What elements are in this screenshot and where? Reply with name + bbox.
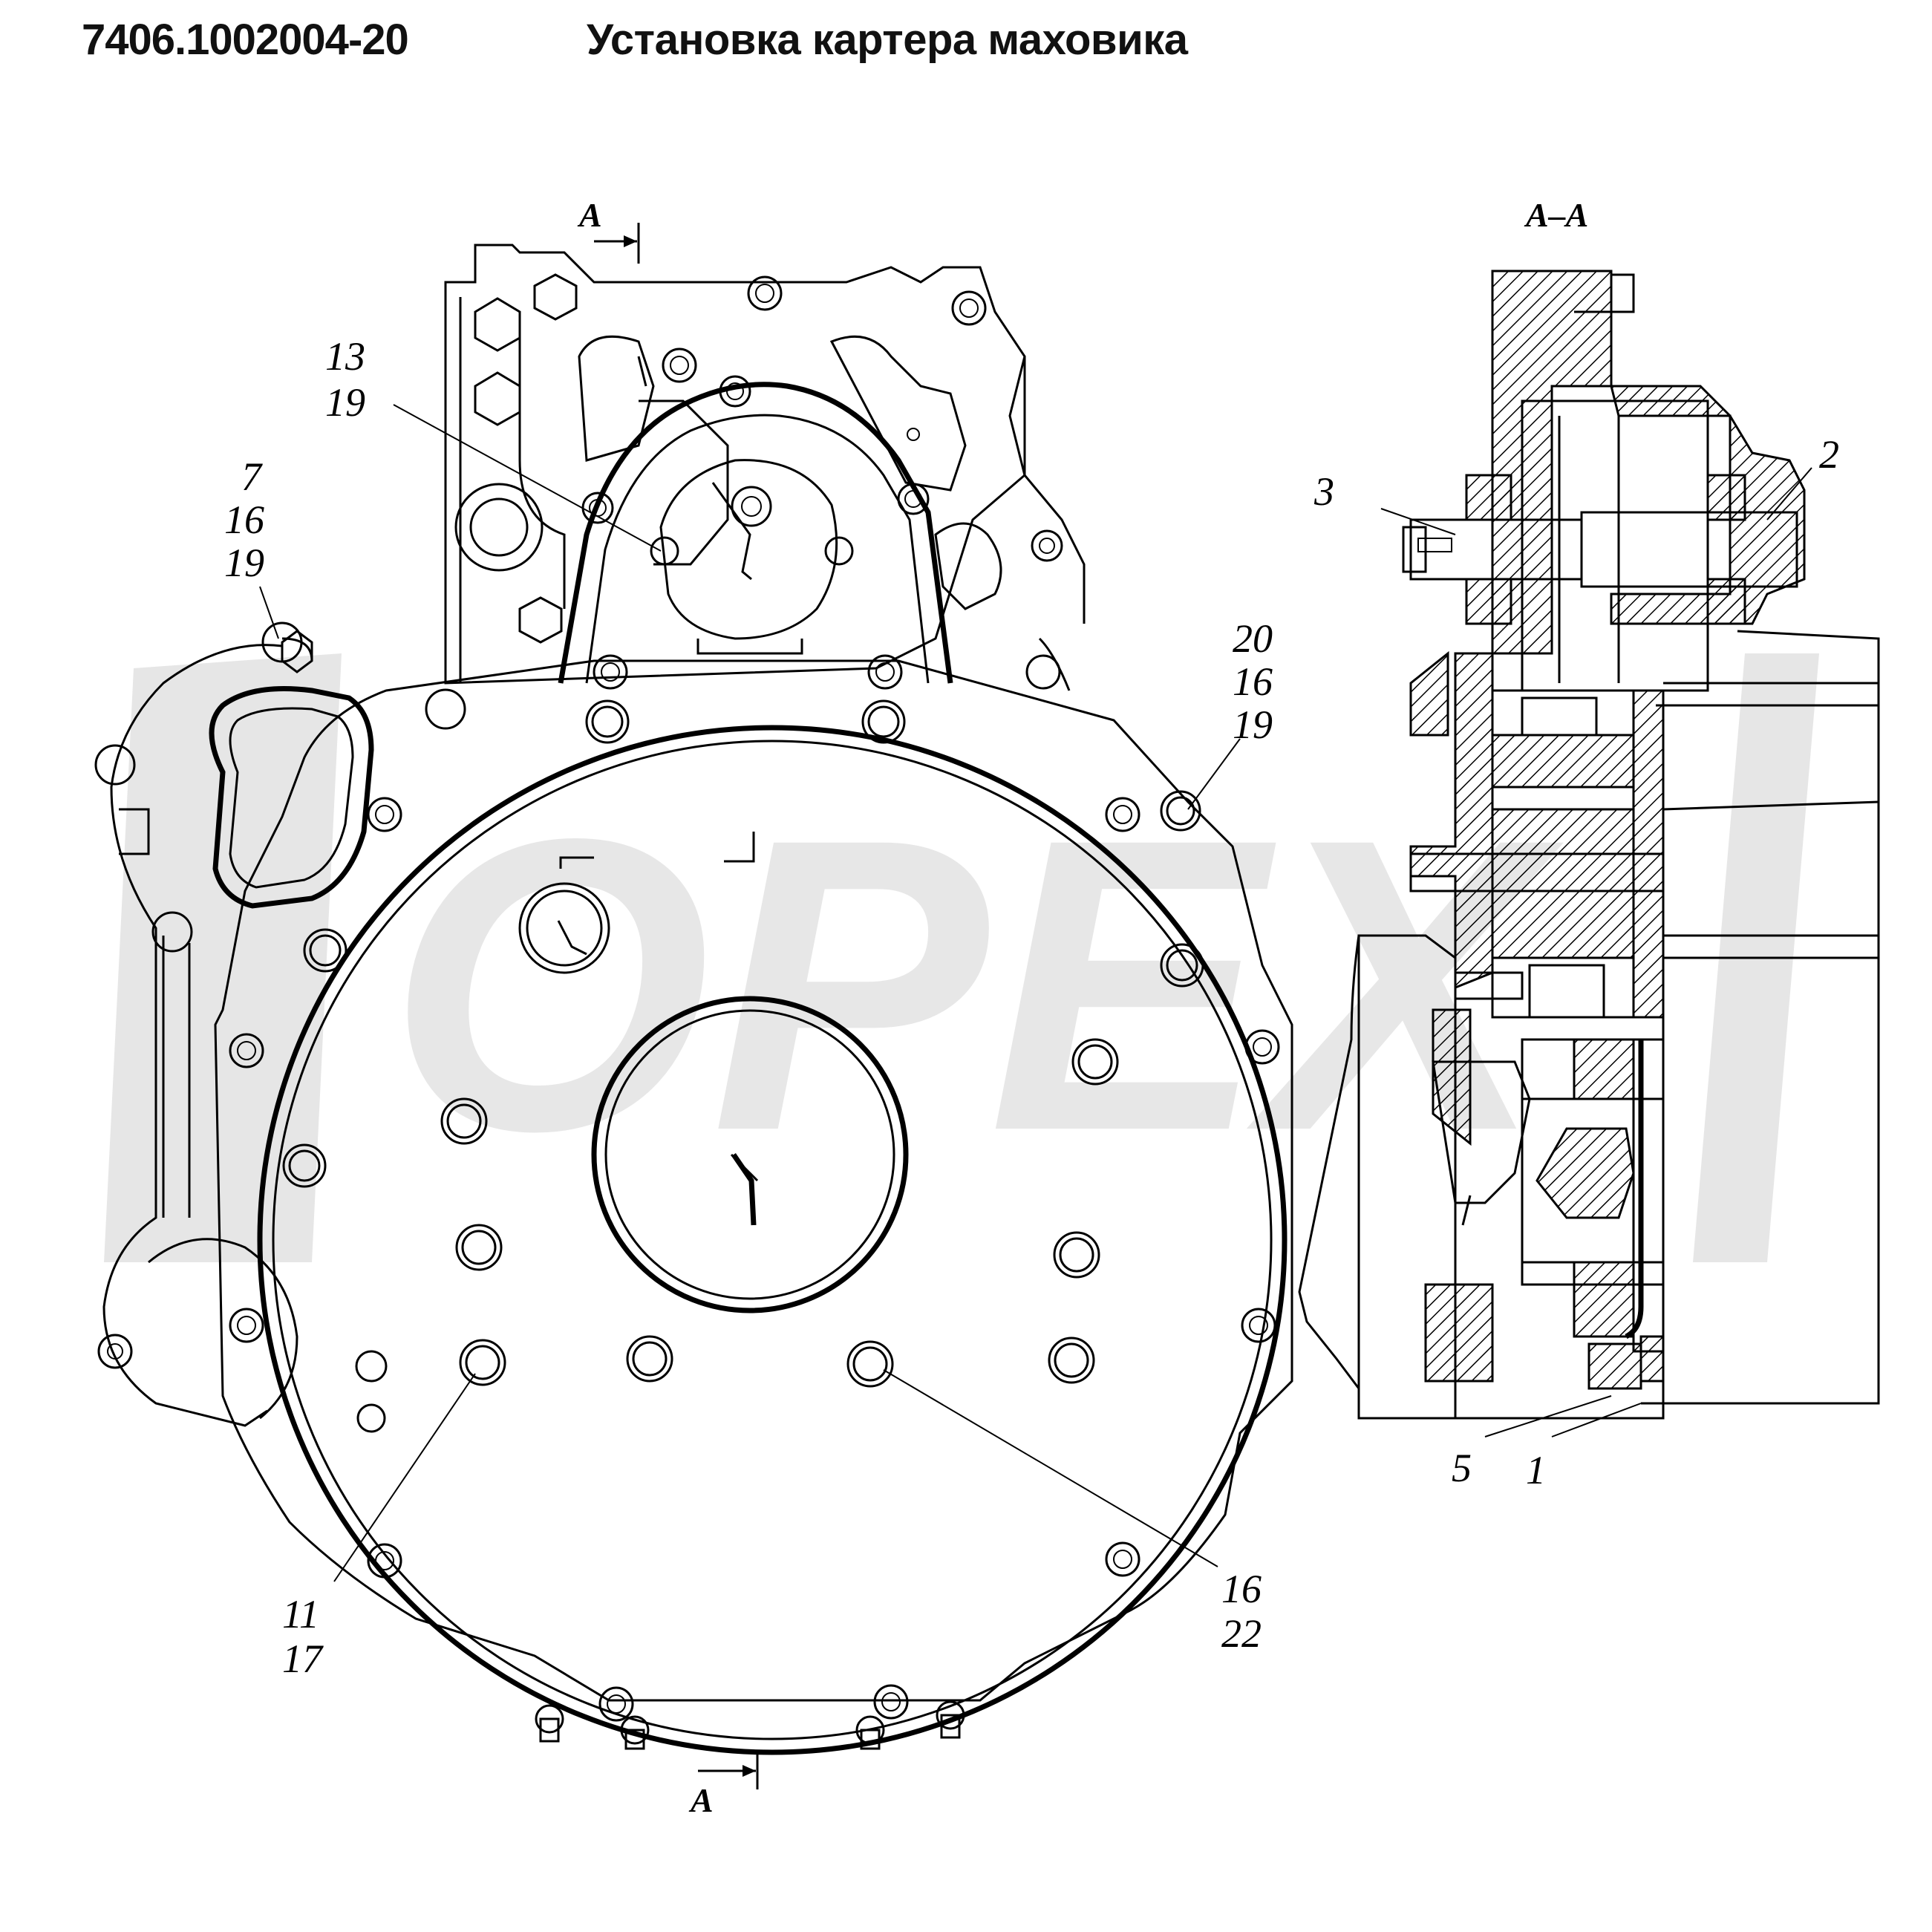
callout-text: 16: [1233, 659, 1273, 704]
bolt: [229, 1308, 264, 1343]
callout-13-19: 13 19: [325, 334, 365, 425]
callout-2: 2: [1819, 432, 1839, 477]
callout-text: 19: [1233, 702, 1273, 747]
bolt: [626, 1335, 673, 1383]
bolt: [367, 1543, 402, 1579]
bolt: [1105, 797, 1140, 832]
header: 7406.1002004-20 Установка картера махови…: [0, 0, 1932, 97]
watermark: OPEX: [104, 653, 1819, 1262]
callout-text: 16: [1221, 1567, 1262, 1611]
callout-1: 1: [1526, 1448, 1546, 1492]
bolt: [593, 654, 628, 690]
section-letter-bottom: А: [688, 1781, 714, 1819]
bolt: [585, 699, 630, 744]
bolt: [1105, 1541, 1140, 1577]
callout-text: 13: [325, 334, 365, 379]
callout-3: 3: [1313, 469, 1334, 514]
bolt: [1244, 1029, 1280, 1065]
callout-text: 19: [224, 541, 264, 585]
bolt: [1053, 1231, 1100, 1279]
callout-text: 1: [1526, 1448, 1546, 1492]
callout-20-16-19: 20 16 19: [1233, 616, 1273, 747]
bolt: [535, 1704, 564, 1743]
bolt: [440, 1097, 488, 1145]
bolt: [455, 1224, 503, 1271]
callout-text: 3: [1313, 469, 1334, 514]
diagram-title: Установка картера маховика: [587, 16, 1188, 64]
bolts: [229, 654, 1280, 1750]
callout-text: 20: [1233, 616, 1273, 661]
callout-text: 7: [241, 454, 263, 499]
callout-7-16-19: 7 16 19: [224, 454, 264, 585]
bolt: [1160, 790, 1201, 832]
callout-11-17: 11 17: [282, 1592, 324, 1681]
bolt: [620, 1715, 650, 1750]
section-view-label: А–А: [1524, 196, 1588, 234]
bolt: [598, 1686, 634, 1722]
watermark-text: OPEX: [388, 752, 1564, 1217]
section-mark-top: А: [577, 196, 640, 264]
bolt: [1241, 1308, 1276, 1343]
bolt: [867, 654, 903, 690]
flywheel-housing: [214, 659, 1293, 1755]
bolt: [1160, 943, 1204, 988]
callout-5: 5: [1452, 1446, 1472, 1490]
callout-labels: 13 19 7 16 19 20 16 19 11 17 16 22 3 2 5: [224, 334, 1839, 1681]
engine-block-upper: [444, 244, 1086, 691]
bolt: [846, 1340, 894, 1388]
callout-text: 11: [282, 1592, 319, 1636]
section-mark-bottom: А: [688, 1752, 759, 1819]
bolt: [936, 1700, 965, 1739]
bolt: [367, 797, 402, 832]
bolt: [873, 1684, 909, 1720]
left-housing: [94, 621, 466, 1433]
section-view-a-a: [1298, 270, 1880, 1420]
bolt: [1071, 1038, 1119, 1086]
callout-16-22: 16 22: [1221, 1567, 1262, 1656]
timing-cover: [558, 375, 953, 684]
bolt: [282, 1143, 327, 1188]
callout-text: 16: [224, 497, 264, 542]
bolt: [855, 1715, 885, 1750]
part-number: 7406.1002004-20: [82, 16, 409, 64]
bolt: [861, 699, 906, 744]
bolt: [303, 928, 347, 973]
callout-text: 5: [1452, 1446, 1472, 1490]
callout-text: 22: [1221, 1611, 1262, 1656]
section-letter-top: А: [577, 196, 602, 234]
leader-lines: [259, 404, 1812, 1582]
callout-text: 19: [325, 380, 365, 425]
bolt: [1048, 1337, 1095, 1384]
bolt: [459, 1339, 506, 1386]
callout-text: 17: [282, 1636, 324, 1681]
callout-text: 2: [1819, 432, 1839, 477]
bolt: [229, 1033, 264, 1068]
